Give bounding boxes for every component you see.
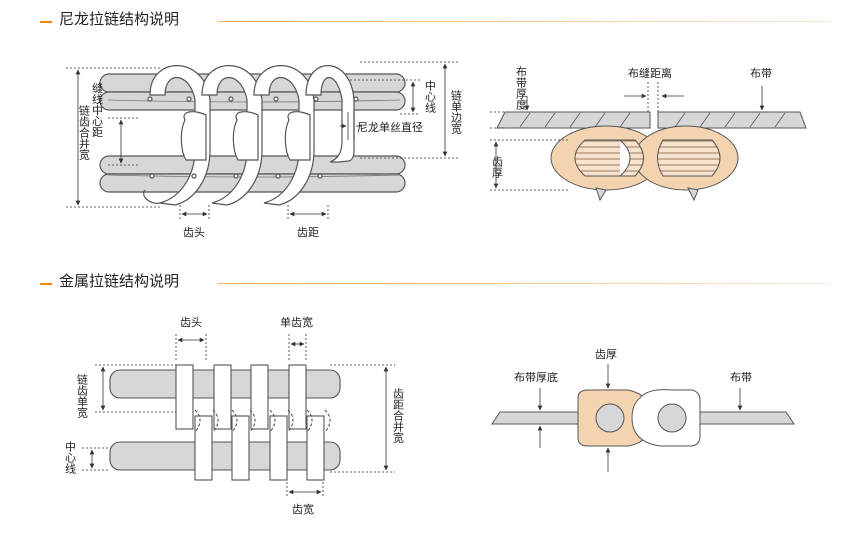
tooth-head-label: 齿头 [183, 226, 205, 239]
nylon-section-dimensions [490, 82, 765, 191]
bottom-cord [109, 441, 341, 471]
metal-section-header: 金属拉链结构说明 [40, 266, 830, 296]
tape-label: 布带 [750, 67, 772, 80]
right-tape [657, 111, 807, 129]
left-tape [491, 411, 583, 425]
metal-section-dimensions [537, 364, 743, 472]
nylon-section-title: 尼龙拉链结构说明 [59, 10, 180, 28]
metal-side-dimensions [82, 334, 395, 498]
header-accent-dash [40, 283, 52, 285]
tooth-width-label: 齿宽 [292, 502, 314, 516]
chain-width-text: 链齿合并宽 [36, 104, 91, 161]
tape-thickness-label: 布带厚度 [515, 66, 528, 111]
tooth-pitch-label: 齿距 [297, 226, 319, 239]
nylon-coil [143, 65, 355, 206]
metal-tape-label: 布带 [730, 371, 752, 384]
single-chain-width-label: 链齿单宽 [76, 373, 89, 419]
coil-center-distance-label: 缝线中心距 [91, 81, 104, 137]
tape-thickness-bottom-label: 布带厚底 [514, 370, 558, 384]
nylon-cross-section [496, 111, 807, 202]
header-rule [218, 283, 830, 284]
stitch-dots [147, 96, 359, 179]
stitch-distance-label: 布缝距离 [628, 66, 672, 80]
metal-tooth-head-label: 齿头 [180, 316, 202, 329]
metal-side-view [109, 364, 341, 481]
monofilament-diameter-label: 尼龙单丝直径 [357, 120, 423, 134]
metal-tooth-thickness-label: 齿厚 [595, 348, 617, 361]
header-rule [218, 21, 830, 22]
metal-center-line-label: 中心线 [64, 441, 77, 474]
chain-width-label: 链齿合并宽 [36, 104, 91, 161]
nylon-side-dimensions [66, 61, 460, 220]
header-accent-dash [40, 21, 52, 23]
metal-section-title: 金属拉链结构说明 [59, 272, 180, 290]
chain-pitch-width-label: 齿距合并宽 [392, 388, 405, 444]
right-tape [687, 411, 795, 425]
nylon-section-header: 尼龙拉链结构说明 [40, 4, 830, 34]
center-line-label: 中心线 [424, 80, 437, 113]
single-tooth-width-label: 单齿宽 [280, 315, 313, 329]
tooth-heads-dashed [194, 409, 331, 433]
nylon-side-view [99, 65, 406, 206]
left-tape [496, 111, 651, 129]
metal-cross-section [491, 389, 795, 447]
tooth-thickness-label: 齿厚 [491, 156, 504, 179]
single-side-width-label: 链单边宽 [450, 89, 463, 135]
metal-teeth [175, 364, 325, 481]
